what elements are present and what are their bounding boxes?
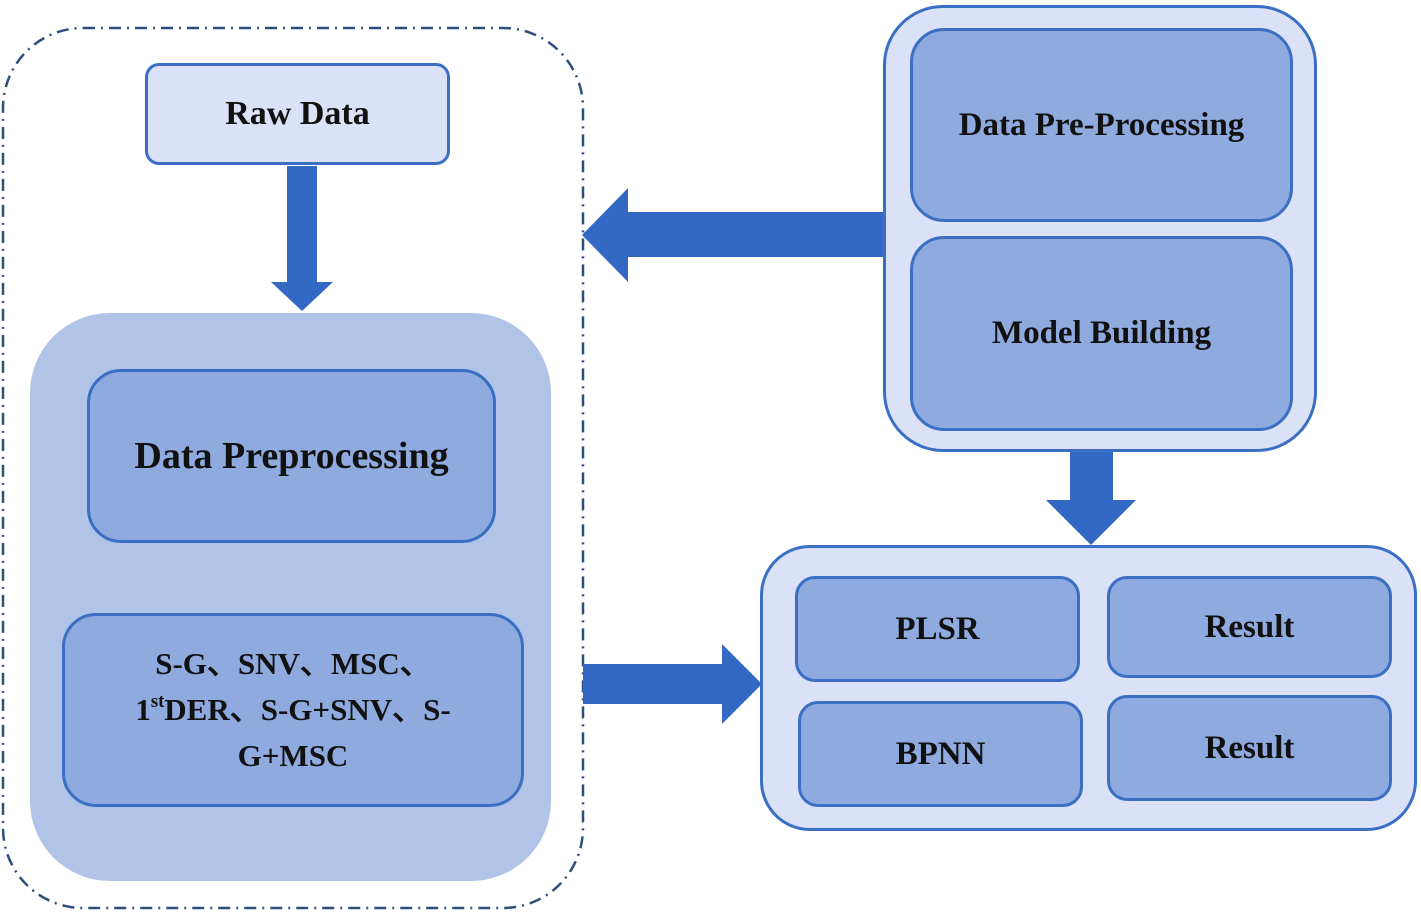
pre-processing-label: Data Pre-Processing — [958, 106, 1245, 143]
raw-data-label: Raw Data — [225, 95, 370, 132]
arrow-raw-to-preprocessing — [271, 166, 333, 311]
methods-line-1: S-G、SNV、MSC、 — [155, 646, 431, 681]
plsr-label: PLSR — [895, 610, 980, 647]
plsr-box: PLSR — [795, 576, 1080, 682]
methods-line-2: 1stDER、S-G+SNV、S- — [135, 690, 451, 727]
plsr-result-box: Result — [1107, 576, 1392, 678]
data-preprocessing-box: Data Preprocessing — [87, 369, 496, 543]
methods-line-3: G+MSC — [237, 738, 349, 773]
model-building-box: Model Building — [910, 236, 1293, 431]
plsr-result-label: Result — [1204, 608, 1295, 645]
left-dashed-container — [1, 26, 585, 910]
arrow-right-panel-to-left — [582, 188, 885, 282]
methods-box: S-G、SNV、MSC、 1stDER、S-G+SNV、S- G+MSC — [62, 613, 524, 807]
model-building-label: Model Building — [991, 315, 1212, 351]
raw-data-box: Raw Data — [145, 63, 450, 165]
arrow-methods-to-models — [583, 644, 762, 724]
bpnn-result-label: Result — [1204, 729, 1295, 766]
bpnn-result-box: Result — [1107, 695, 1392, 801]
data-preprocessing-label: Data Preprocessing — [134, 435, 449, 477]
arrow-model-to-results — [1046, 450, 1136, 545]
bpnn-label: BPNN — [895, 735, 986, 772]
bpnn-box: BPNN — [798, 701, 1083, 807]
pre-processing-box: Data Pre-Processing — [910, 28, 1293, 222]
